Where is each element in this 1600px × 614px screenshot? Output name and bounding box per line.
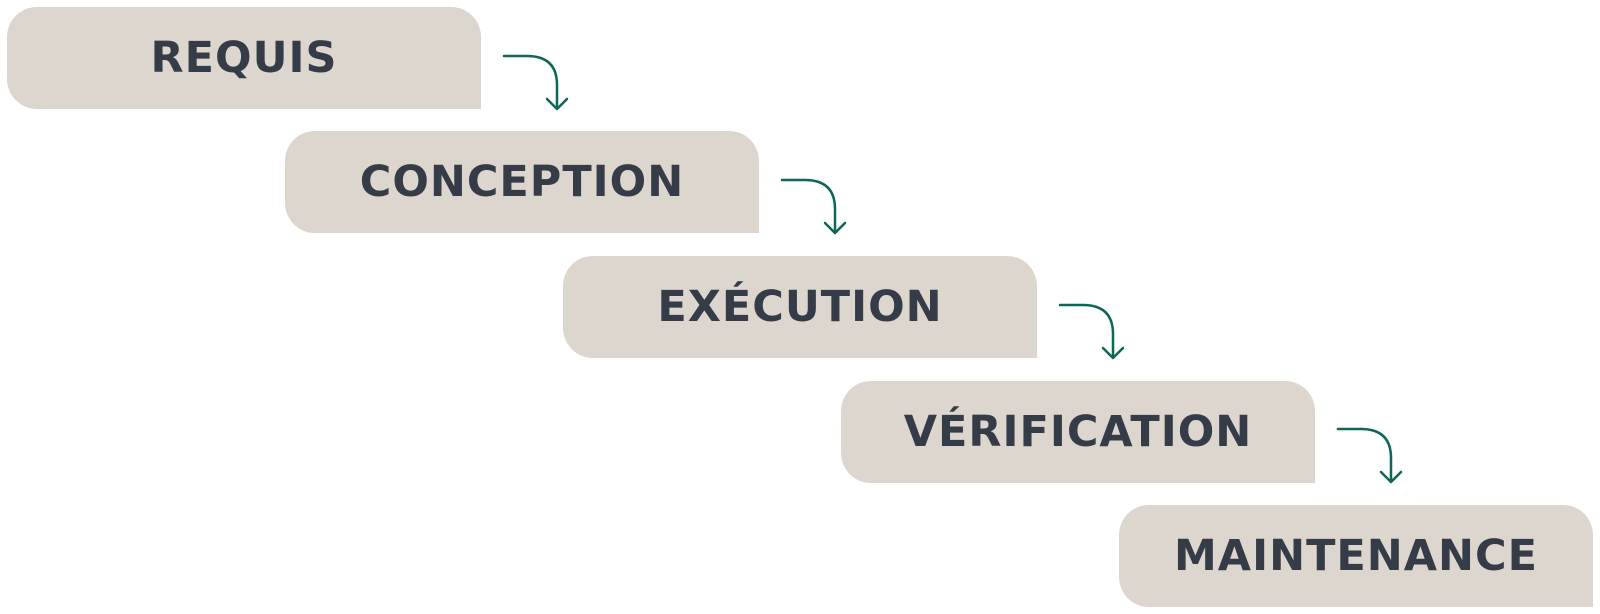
curved-down-arrow-icon — [1336, 427, 1403, 484]
step-verification: VÉRIFICATION — [841, 381, 1315, 483]
curved-down-arrow-icon — [502, 54, 569, 111]
step-conception-label: CONCEPTION — [359, 156, 685, 207]
step-conception: CONCEPTION — [285, 131, 759, 233]
curved-down-arrow-icon — [1058, 303, 1125, 360]
step-verification-label: VÉRIFICATION — [903, 406, 1253, 457]
curved-down-arrow-icon — [780, 178, 847, 235]
step-maintenance-label: MAINTENANCE — [1174, 530, 1538, 581]
step-execution-label: EXÉCUTION — [657, 281, 943, 332]
step-maintenance: MAINTENANCE — [1119, 505, 1593, 607]
step-execution: EXÉCUTION — [563, 256, 1037, 358]
step-requis-label: REQUIS — [150, 32, 338, 83]
step-requis: REQUIS — [7, 7, 481, 109]
